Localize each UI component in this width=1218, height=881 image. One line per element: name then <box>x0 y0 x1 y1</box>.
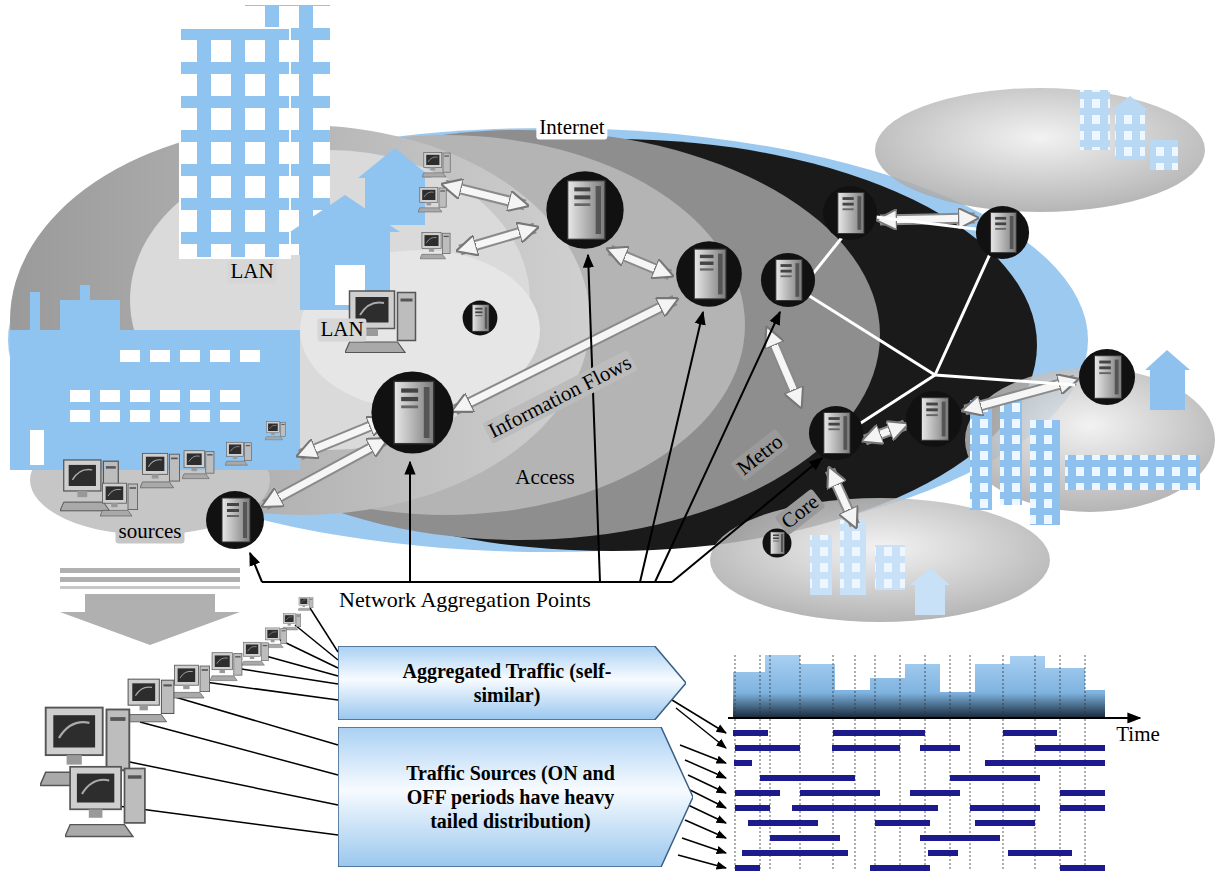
region-label: Network Aggregation Points <box>336 588 594 612</box>
computers <box>60 152 450 516</box>
box-text: Traffic Sources (ON and OFF periods have… <box>390 761 631 833</box>
traffic-chart <box>672 655 1140 871</box>
city-clusters <box>710 88 1215 622</box>
region-label: LAN <box>317 318 366 341</box>
arrow-box: Aggregated Traffic (self-similar) <box>338 646 686 720</box>
region-label: LAN <box>227 260 276 283</box>
region-label: Time <box>1113 723 1163 746</box>
information-flow-arrows <box>265 185 1075 525</box>
arrow-box: Traffic Sources (ON and OFF periods have… <box>338 727 693 867</box>
buildings <box>10 5 432 470</box>
down-arrow <box>60 568 240 645</box>
source-computers <box>40 597 338 836</box>
arrow-box-shape <box>338 646 686 720</box>
region-label: Internet <box>536 116 607 139</box>
box-text: Aggregated Traffic (self-similar) <box>390 659 624 707</box>
servers <box>206 171 1135 557</box>
region-label: Access <box>512 466 577 489</box>
region-label: sources <box>116 520 185 543</box>
aggregation-leaders <box>250 255 822 582</box>
